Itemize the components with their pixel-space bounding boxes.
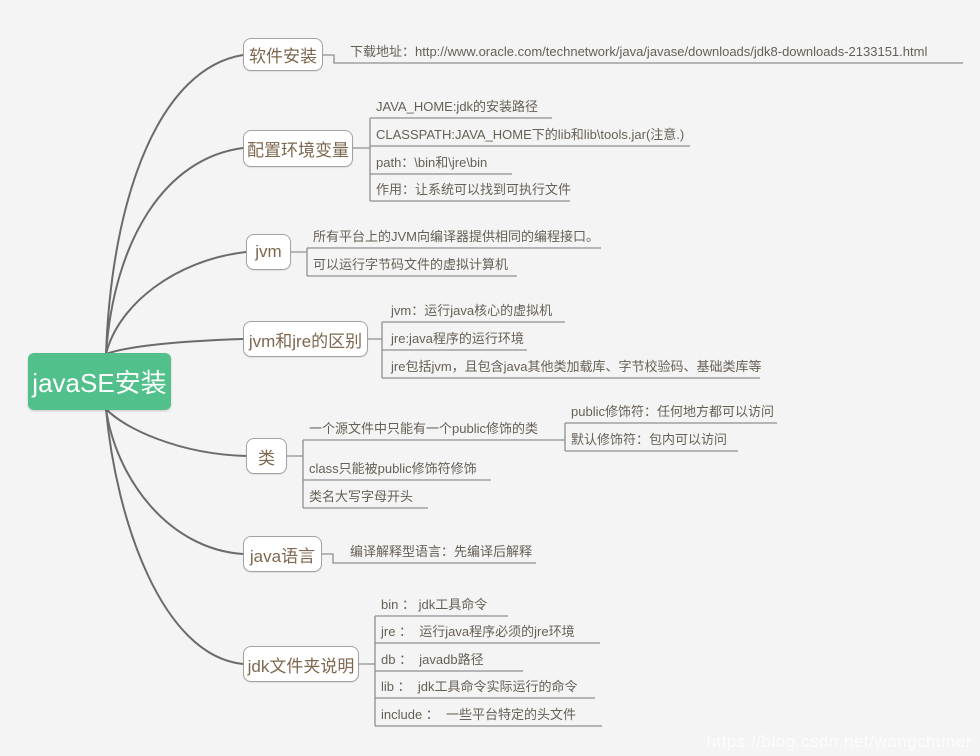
leaf-jvm-interface[interactable]: 所有平台上的JVM向编译器提供相同的编程接口。 (313, 229, 600, 244)
leaf-classpath[interactable]: CLASSPATH:JAVA_HOME下的lib和lib\tools.jar(注… (376, 127, 685, 142)
branch-node-class[interactable]: 类 (246, 438, 287, 474)
leaf-java-home[interactable]: JAVA_HOME:jdk的安装路径 (376, 99, 539, 114)
curve-to-jvm (105, 251, 247, 355)
leaf-default-modifier[interactable]: 默认修饰符：包内可以访问 (571, 432, 728, 447)
branch-label: 软件安装 (249, 47, 317, 66)
leaf-jre-folder[interactable]: jre ： 运行java程序必须的jre环境 (381, 624, 575, 639)
branch-node-java-language[interactable]: java语言 (243, 536, 322, 572)
connector-jvm (291, 247, 601, 277)
leaf-path[interactable]: path：\bin和\jre\bin (376, 155, 488, 170)
leaf-jre-def[interactable]: jre:java程序的运行环境 (391, 331, 524, 346)
curve-to-jvm-jre-diff (105, 338, 244, 355)
branch-node-jvm-jre-diff[interactable]: jvm和jre的区别 (243, 321, 368, 357)
leaf-lib[interactable]: lib ： jdk工具命令实际运行的命令 (381, 679, 578, 694)
branch-node-software-install[interactable]: 软件安装 (243, 38, 323, 71)
leaf-env-purpose[interactable]: 作用：让系统可以找到可执行文件 (376, 182, 572, 197)
branch-label: 类 (258, 448, 275, 468)
connector-jvm-jre-diff (368, 321, 760, 379)
leaf-one-public-class[interactable]: 一个源文件中只能有一个public修饰的类 (309, 421, 538, 436)
branch-label: java语言 (249, 546, 316, 566)
curve-to-env-vars (105, 147, 244, 355)
leaf-jvm-bytecode[interactable]: 可以运行字节码文件的虚拟计算机 (313, 257, 509, 272)
branch-label: 配置环境变量 (247, 141, 349, 160)
connector-java-language (322, 553, 536, 564)
branch-node-jdk-folders[interactable]: jdk文件夹说明 (243, 646, 359, 682)
curve-to-software-install (105, 54, 244, 355)
watermark: https://blog.csdn.net/wangchuner (706, 732, 972, 751)
leaf-jvm-def[interactable]: jvm：运行java核心的虚拟机 (391, 303, 553, 318)
leaf-class-modifier[interactable]: class只能被public修饰符修饰 (309, 461, 477, 476)
connector-env-vars (353, 117, 690, 202)
leaf-compile-interpret[interactable]: 编译解释型语言：先编译后解释 (350, 544, 533, 559)
branch-label: jvm和jre的区别 (248, 331, 363, 351)
curve-to-java-language (105, 408, 244, 555)
leaf-public-modifier[interactable]: public修饰符：任何地方都可以访问 (571, 404, 774, 419)
connector-jdk-folders (359, 615, 602, 727)
branch-node-env-vars[interactable]: 配置环境变量 (243, 130, 353, 167)
leaf-include[interactable]: include ： 一些平台特定的头文件 (381, 707, 577, 722)
root-node-label: javaSE安装 (32, 368, 167, 398)
leaf-download-url[interactable]: 下载地址：http://www.oracle.com/technetwork/j… (350, 44, 928, 59)
curve-to-class (105, 408, 247, 457)
leaf-jre-includes[interactable]: jre包括jvm，且包含java其他类加载库、字节校验码、基础类库等 (391, 359, 762, 374)
branch-label: jvm (255, 242, 282, 261)
root-node[interactable]: javaSE安装 (28, 353, 171, 410)
branch-node-jvm[interactable]: jvm (246, 234, 291, 270)
connector-class (287, 422, 777, 509)
connector-software-install (323, 54, 963, 64)
leaf-class-naming[interactable]: 类名大写字母开头 (309, 489, 414, 504)
branch-label: jdk文件夹说明 (247, 656, 355, 676)
leaf-bin[interactable]: bin ： jdk工具命令 (381, 597, 488, 612)
leaf-db[interactable]: db ： javadb路径 (381, 652, 484, 667)
curve-to-jdk-folders (105, 408, 244, 665)
